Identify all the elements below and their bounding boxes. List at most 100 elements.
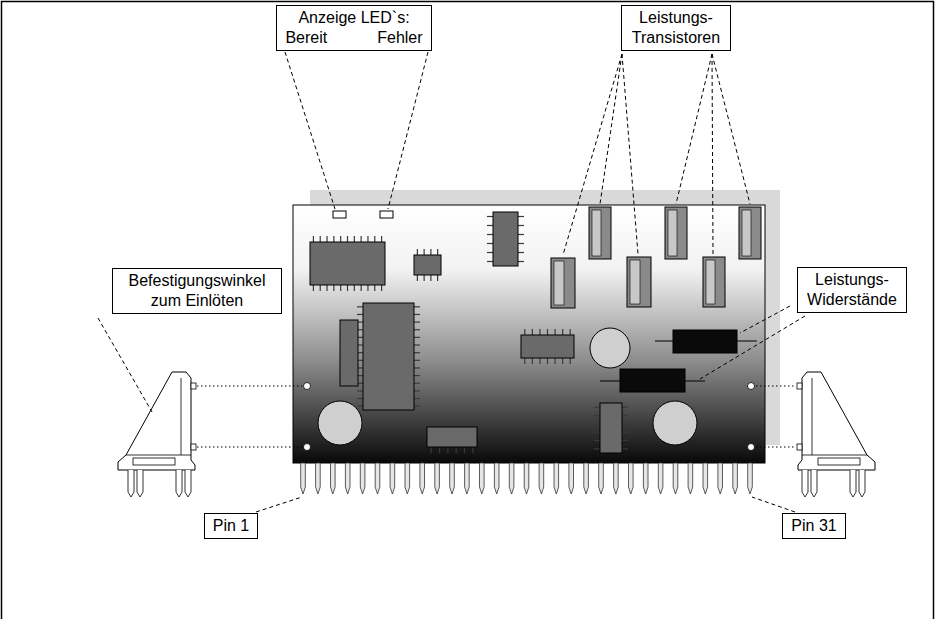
component [340, 320, 358, 386]
transistor-tab [742, 210, 751, 256]
ic-pin [518, 252, 524, 253]
ic-pin [430, 275, 431, 281]
ic-pin [414, 367, 420, 368]
ic-pin [447, 447, 448, 453]
connector-pin [375, 463, 380, 494]
ic-pin [333, 236, 334, 242]
callout-text: Leistungs- Widerstände [806, 270, 898, 310]
ic-pin [333, 285, 334, 291]
connector-pin [539, 463, 544, 494]
ic-pin [594, 432, 600, 433]
ic-pin [414, 322, 420, 323]
capacitor [653, 401, 697, 445]
mounting-hole [304, 444, 311, 451]
ic-pin [518, 234, 524, 235]
alignment-lines [197, 386, 796, 447]
ic-pin [313, 285, 314, 291]
ic-pin [562, 329, 563, 335]
leader-line [740, 306, 790, 333]
ic-pin [357, 398, 363, 399]
ic-pin [487, 216, 493, 217]
ic-pin [361, 236, 362, 242]
connector-pin [688, 463, 693, 494]
ic-pin [594, 415, 600, 416]
connector-pin [494, 463, 499, 494]
transistor-tab [668, 210, 677, 256]
bracket-callout: Befestigungswinkel zum Einlöten [112, 268, 282, 314]
ic-pin [447, 421, 448, 427]
transistor-tab [554, 261, 564, 305]
mounting-bracket [118, 372, 196, 497]
led-name: Bereit [285, 28, 327, 48]
ic-pin [414, 329, 420, 330]
ic-pin [381, 236, 382, 242]
led-ready [333, 211, 346, 218]
ic-pin [431, 447, 432, 453]
connector-pin [435, 463, 440, 494]
connector-pin [405, 463, 410, 494]
ic-pin [439, 421, 440, 427]
ic-pin [472, 421, 473, 427]
resistor-symbol [673, 330, 737, 353]
ic-pin [437, 249, 438, 255]
connector-pin [360, 463, 365, 494]
leader-line [388, 52, 428, 209]
resistor-callout: Leistungs- Widerstände [797, 267, 907, 313]
callout-text: Pin 1 [213, 516, 249, 536]
ic-chip [363, 303, 414, 410]
ic-pin [524, 358, 525, 364]
mounting-hole [304, 383, 311, 390]
connector-pin [718, 463, 723, 494]
ic-pin [518, 243, 524, 244]
mounting-bracket [797, 372, 875, 497]
ic-pin [487, 225, 493, 226]
ic-pin [367, 285, 368, 291]
ic-pin [570, 329, 571, 335]
ic-pin [367, 236, 368, 242]
led-callout: Anzeige LED`s:BereitFehler [276, 5, 431, 51]
ic-pin [347, 285, 348, 291]
ic-pin [414, 390, 420, 391]
callout-text: Pin 31 [791, 516, 836, 536]
ic-pin [594, 440, 600, 441]
connector-pin [569, 463, 574, 494]
transistor [703, 257, 725, 307]
ic-pin [539, 329, 540, 335]
label-row: BereitFehler [285, 28, 422, 48]
connector-pin [480, 463, 485, 494]
leader-line [563, 54, 622, 255]
pin-callout: Pin 1 [204, 513, 258, 539]
ic-pin [518, 216, 524, 217]
connector-pin [301, 463, 306, 494]
connector-pin [509, 463, 514, 494]
ic-pin [347, 236, 348, 242]
connector-pin [599, 463, 604, 494]
leader-line [700, 316, 805, 379]
ic-pin [594, 423, 600, 424]
ic-pin [562, 358, 563, 364]
connector-pin [420, 463, 425, 494]
connector-pin [643, 463, 648, 494]
leader-line [98, 318, 152, 412]
connector-pin [465, 463, 470, 494]
ic-pin [547, 358, 548, 364]
mounting-hole [748, 444, 755, 451]
ic-pin [554, 358, 555, 364]
ic-pin [381, 285, 382, 291]
ic-pin [430, 249, 431, 255]
ic-pin [417, 275, 418, 281]
alignment-line [756, 447, 796, 448]
ic-pin [439, 447, 440, 453]
ic-pin [414, 314, 420, 315]
ic-pin [622, 448, 628, 449]
ic-pin [464, 447, 465, 453]
ic-pin [594, 448, 600, 449]
ic-pin [361, 285, 362, 291]
ic-pin [354, 236, 355, 242]
ic-chip [600, 403, 622, 453]
ic-pin [487, 252, 493, 253]
callout-text: Befestigungswinkel zum Einlöten [121, 271, 273, 311]
